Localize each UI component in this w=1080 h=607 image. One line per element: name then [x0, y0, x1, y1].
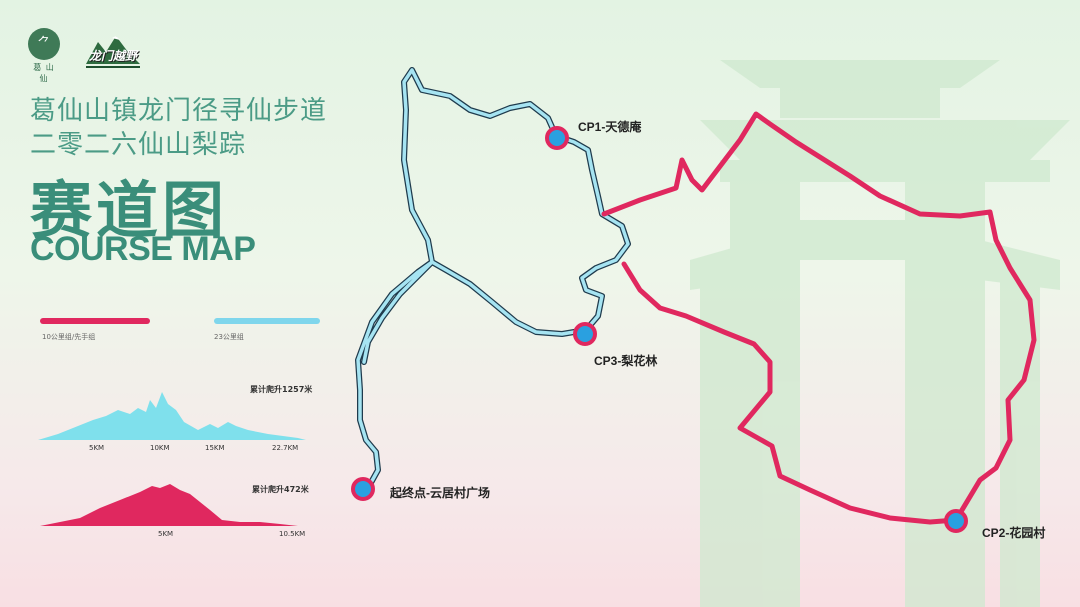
- elevation-long-tick: 15KM: [205, 444, 225, 452]
- cp3-label: CP3-梨花林: [594, 354, 658, 368]
- checkpoint-markers: [351, 126, 968, 533]
- elevation-short-title: 累计爬升472米: [252, 485, 309, 494]
- town-logo-caption: 葛 山 仙: [33, 63, 55, 83]
- elevation-long-tick: 5KM: [89, 444, 105, 452]
- legend-short-route-label: 10公里组/先手组: [42, 333, 96, 341]
- elevation-long-profile: [38, 392, 306, 440]
- legend-long-route-swatch: [214, 318, 320, 324]
- cp2-marker: [944, 509, 968, 533]
- cp1-marker: [545, 126, 569, 150]
- trail-brand-logo: [86, 36, 140, 68]
- elevation-long-tick: 22.7KM: [272, 444, 299, 452]
- start-finish-label: 起终点-云居村广场: [390, 486, 490, 500]
- start-finish-marker: [351, 477, 375, 501]
- page-title-english: COURSE MAP: [30, 230, 256, 268]
- elevation-short-tick: 5KM: [158, 530, 174, 538]
- trail-brand-text: 龙门越野: [88, 49, 137, 63]
- short-route: [601, 111, 1037, 525]
- elevation-short-tick: 10.5KM: [279, 530, 306, 538]
- event-subtitle-line2: 二零二六仙山梨踪: [30, 130, 247, 160]
- legend-short-route-swatch: [40, 318, 150, 324]
- elevation-long-title: 累计爬升1257米: [250, 385, 313, 394]
- cp1-label: CP1-天德庵: [578, 120, 642, 134]
- event-subtitle-line1: 葛仙山镇龙门径寻仙步道: [30, 96, 328, 126]
- elevation-short-profile: [40, 484, 298, 526]
- page-title: 赛道图: [30, 174, 229, 247]
- legend-long-route-label: 23公里组: [214, 333, 244, 341]
- cp3-marker: [573, 322, 597, 346]
- cp2-label: CP2-花园村: [982, 526, 1046, 540]
- town-logo-badge: ⺈: [28, 28, 60, 60]
- elevation-long-tick: 10KM: [150, 444, 170, 452]
